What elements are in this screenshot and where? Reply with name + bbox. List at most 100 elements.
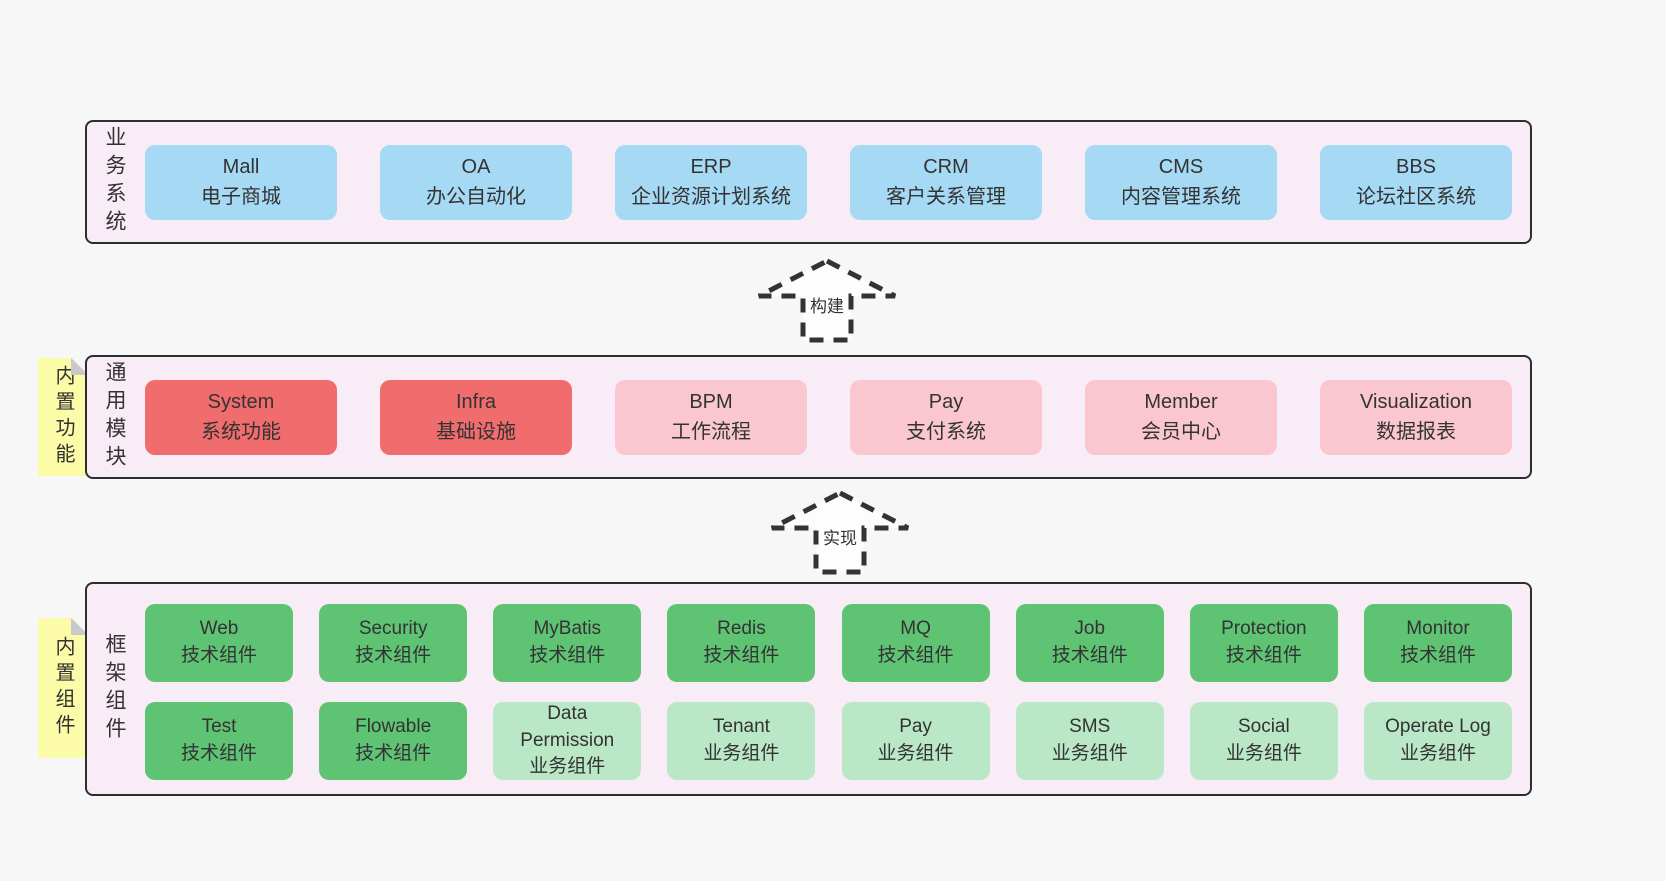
box-title: Data Permission [520, 702, 615, 751]
modules-panel-label: 通用模块 [103, 361, 126, 473]
box-subtitle: 技术组件 [1051, 645, 1128, 666]
box-title: Mall [222, 156, 260, 178]
box-subtitle: 技术组件 [1399, 645, 1476, 666]
box-title: Member [1144, 391, 1218, 413]
box-tenant: Tenant 业务组件 [667, 702, 816, 780]
box-title: ERP [690, 156, 732, 178]
modules-boxes-row: System 系统功能 Infra 基础设施 BPM 工作流程 Pay 支付系统… [145, 357, 1512, 477]
box-subtitle: 技术组件 [180, 645, 257, 666]
box-title: Protection [1221, 618, 1307, 640]
box-subtitle: 业务组件 [1051, 743, 1128, 764]
box-monitor: Monitor 技术组件 [1363, 604, 1512, 682]
box-subtitle: 工作流程 [671, 421, 751, 443]
box-title: OA [461, 156, 491, 178]
sticky-note-label: 内置组件 [52, 636, 74, 740]
box-data-permission: Data Permission 业务组件 [493, 702, 642, 780]
components-row-1: Web 技术组件 Security 技术组件 MyBatis 技术组件 Redi… [145, 604, 1512, 682]
box-subtitle: 业务组件 [529, 756, 606, 778]
business-systems-panel: 业务系统 Mall 电子商城 OA 办公自动化 ERP 企业资源计划系统 CRM… [85, 120, 1532, 244]
box-mq: MQ 技术组件 [841, 604, 990, 682]
box-subtitle: 数据报表 [1376, 421, 1456, 443]
box-operate-log: Operate Log 业务组件 [1363, 702, 1512, 780]
box-title: Visualization [1360, 391, 1472, 413]
business-panel-label: 业务系统 [103, 126, 126, 238]
box-pay-biz: Pay 业务组件 [841, 702, 990, 780]
box-subtitle: 技术组件 [355, 645, 432, 666]
box-subtitle: 电子商城 [201, 186, 281, 208]
box-title: CRM [923, 156, 969, 178]
box-pay: Pay 支付系统 [850, 379, 1042, 455]
box-subtitle: 基础设施 [436, 421, 516, 443]
box-subtitle: 技术组件 [877, 645, 954, 666]
box-web: Web 技术组件 [145, 604, 293, 682]
box-subtitle: 业务组件 [1399, 743, 1476, 764]
box-title: BPM [689, 391, 733, 413]
box-title: CMS [1158, 156, 1204, 178]
box-subtitle: 支付系统 [906, 421, 986, 443]
box-flowable: Flowable 技术组件 [319, 702, 468, 780]
box-protection: Protection 技术组件 [1189, 604, 1338, 682]
box-system: System 系统功能 [145, 379, 337, 455]
box-title: Social [1237, 716, 1290, 738]
sticky-note-label: 内置功能 [52, 365, 74, 469]
box-subtitle: 技术组件 [703, 645, 780, 666]
box-job: Job 技术组件 [1015, 604, 1164, 682]
box-subtitle: 业务组件 [1225, 743, 1302, 764]
box-subtitle: 办公自动化 [426, 186, 526, 208]
box-subtitle: 技术组件 [355, 743, 432, 764]
box-subtitle: 企业资源计划系统 [631, 186, 791, 208]
implement-arrow: 实现 [766, 488, 914, 576]
box-subtitle: 会员中心 [1141, 421, 1221, 443]
box-title: Operate Log [1385, 716, 1491, 738]
framework-components-panel: 框架组件 Web 技术组件 Security 技术组件 MyBatis 技术组件… [85, 582, 1532, 796]
box-subtitle: 技术组件 [180, 743, 257, 764]
box-bpm: BPM 工作流程 [615, 379, 807, 455]
box-oa: OA 办公自动化 [380, 144, 572, 220]
box-subtitle: 技术组件 [529, 645, 606, 666]
box-title: Infra [455, 391, 497, 413]
box-title: Job [1074, 618, 1106, 640]
common-modules-panel: 通用模块 System 系统功能 Infra 基础设施 BPM 工作流程 Pay… [85, 355, 1532, 479]
box-social: Social 业务组件 [1189, 702, 1338, 780]
box-title: Pay [899, 716, 932, 738]
box-mybatis: MyBatis 技术组件 [493, 604, 642, 682]
box-title: Pay [928, 391, 964, 413]
build-arrow: 构建 [753, 256, 901, 344]
box-infra: Infra 基础设施 [380, 379, 572, 455]
components-row-2: Test 技术组件 Flowable 技术组件 Data Permission … [145, 702, 1512, 780]
business-boxes-row: Mall 电子商城 OA 办公自动化 ERP 企业资源计划系统 CRM 客户关系… [145, 122, 1512, 242]
box-subtitle: 客户关系管理 [886, 186, 1006, 208]
components-panel-label: 框架组件 [103, 633, 126, 745]
box-subtitle: 内容管理系统 [1121, 186, 1241, 208]
box-subtitle: 技术组件 [1225, 645, 1302, 666]
box-redis: Redis 技术组件 [667, 604, 816, 682]
box-title: Tenant [712, 716, 770, 738]
box-visualization: Visualization 数据报表 [1320, 379, 1512, 455]
box-subtitle: 业务组件 [703, 743, 780, 764]
box-subtitle: 论坛社区系统 [1356, 186, 1476, 208]
box-title: Web [199, 618, 239, 640]
box-subtitle: 业务组件 [877, 743, 954, 764]
box-bbs: BBS 论坛社区系统 [1320, 144, 1512, 220]
implement-arrow-label: 实现 [821, 524, 859, 549]
box-title: Flowable [355, 716, 432, 738]
box-crm: CRM 客户关系管理 [850, 144, 1042, 220]
box-title: Test [201, 716, 237, 738]
build-arrow-label: 构建 [808, 292, 846, 317]
box-title: Redis [717, 618, 766, 640]
box-test: Test 技术组件 [145, 702, 293, 780]
note-folded-corner [71, 618, 88, 635]
box-title: System [207, 391, 275, 413]
box-security: Security 技术组件 [319, 604, 468, 682]
box-erp: ERP 企业资源计划系统 [615, 144, 807, 220]
box-member: Member 会员中心 [1085, 379, 1277, 455]
box-title: Security [358, 618, 428, 640]
box-title: Monitor [1406, 618, 1470, 640]
box-title: BBS [1395, 156, 1437, 178]
sticky-note-built-in-components: 内置组件 [38, 618, 88, 758]
box-sms: SMS 业务组件 [1015, 702, 1164, 780]
box-title: MyBatis [533, 618, 602, 640]
box-subtitle: 系统功能 [201, 421, 281, 443]
box-cms: CMS 内容管理系统 [1085, 144, 1277, 220]
